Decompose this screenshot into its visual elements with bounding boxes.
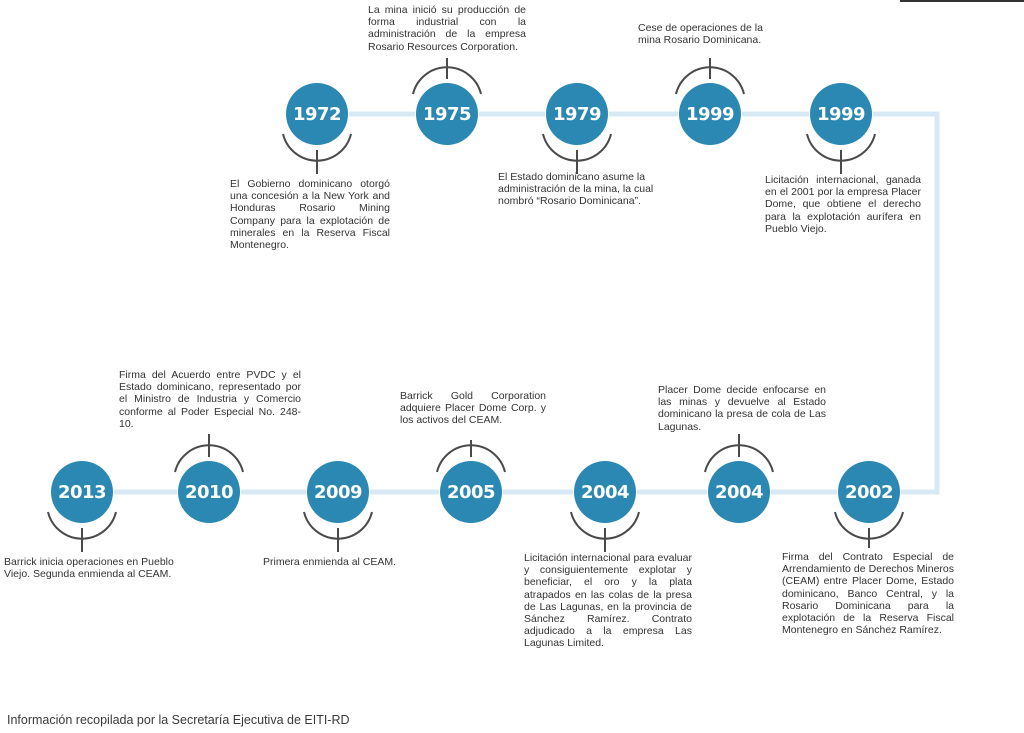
year-node-2009: 2009 [307, 461, 369, 523]
event-text-1999: Cese de operaciones de la mina Rosario D… [638, 22, 763, 47]
event-text-2004-b: Placer Dome decide enfocarse en las mina… [658, 384, 826, 433]
year-node-1999-b: 1999 [810, 83, 872, 145]
year-node-1975: 1975 [416, 83, 478, 145]
event-text-1975: La mina inició su producción de forma in… [368, 4, 526, 53]
event-text-2002: Firma del Contrato Especial de Arrendami… [782, 551, 954, 637]
event-text-1972: El Gobierno dominicano otorgó una conces… [230, 178, 390, 252]
event-text-2010: Firma del Acuerdo entre PVDC y el Estado… [119, 369, 301, 430]
source-footer: Información recopilada por la Secretaría… [7, 713, 350, 727]
event-text-2004: Licitación internacional para evaluar y … [524, 552, 692, 650]
event-text-1999-b: Licitación internacional, ganada en el 2… [765, 174, 921, 235]
year-node-2004-b: 2004 [708, 461, 770, 523]
year-node-1972: 1972 [286, 83, 348, 145]
connector-bracket [873, 111, 940, 495]
event-text-2013: Barrick inicia operaciones en Pueblo Vie… [4, 556, 174, 581]
event-text-2009: Primera enmienda al CEAM. [263, 556, 397, 568]
year-node-2002: 2002 [838, 461, 900, 523]
event-text-1979: El Estado dominicano asume la administra… [498, 171, 654, 208]
year-node-1979: 1979 [546, 83, 608, 145]
year-node-2005: 2005 [440, 461, 502, 523]
event-text-2005: Barrick Gold Corporation adquiere Placer… [400, 390, 546, 427]
year-node-2013: 2013 [51, 461, 113, 523]
top-rule [900, 0, 1024, 2]
year-node-2004: 2004 [574, 461, 636, 523]
year-node-2010: 2010 [178, 461, 240, 523]
year-node-1999: 1999 [679, 83, 741, 145]
